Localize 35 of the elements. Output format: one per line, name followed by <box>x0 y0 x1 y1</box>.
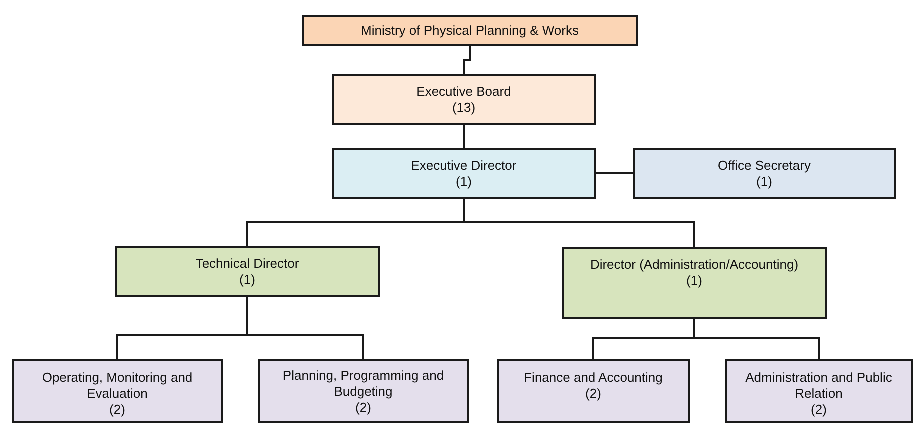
director-box <box>332 148 596 199</box>
unit-title: Executive Director <box>411 158 517 174</box>
connector-line <box>694 319 820 359</box>
connector-line <box>463 46 471 74</box>
ministry-box <box>302 15 638 46</box>
unit-box <box>725 359 913 423</box>
staff-count: (13) <box>452 100 476 116</box>
unit-title: Office Secretary <box>718 158 811 174</box>
connector-line <box>596 172 633 174</box>
secretary-box <box>633 148 896 199</box>
director-box <box>115 246 380 297</box>
unit-title: Executive Board <box>416 84 512 100</box>
connector-line <box>246 297 364 359</box>
staff-count: (2) <box>356 400 372 416</box>
connector-line <box>463 199 696 247</box>
unit-title: Planning, Programming and Budgeting <box>282 368 446 400</box>
unit-box <box>258 359 469 423</box>
staff-count: (1) <box>756 174 772 190</box>
unit-title: Operating, Monitoring and Evaluation <box>41 370 194 402</box>
unit-title: Director (Administration/Accounting) <box>590 257 799 273</box>
board-box <box>332 74 596 125</box>
unit-title: Administration and Public Relation <box>744 370 894 402</box>
unit-title: Technical Director <box>196 256 300 272</box>
unit-title: Finance and Accounting <box>524 370 663 386</box>
staff-count: (1) <box>240 272 256 288</box>
unit-title: Ministry of Physical Planning & Works <box>361 23 579 39</box>
unit-box <box>12 359 223 423</box>
staff-count: (1) <box>456 174 472 190</box>
staff-count: (2) <box>586 386 602 402</box>
staff-count: (2) <box>110 402 126 418</box>
connector-line <box>463 125 465 148</box>
staff-count: (1) <box>686 273 702 289</box>
director-box <box>562 247 827 319</box>
unit-box <box>497 359 690 423</box>
staff-count: (2) <box>811 402 827 418</box>
